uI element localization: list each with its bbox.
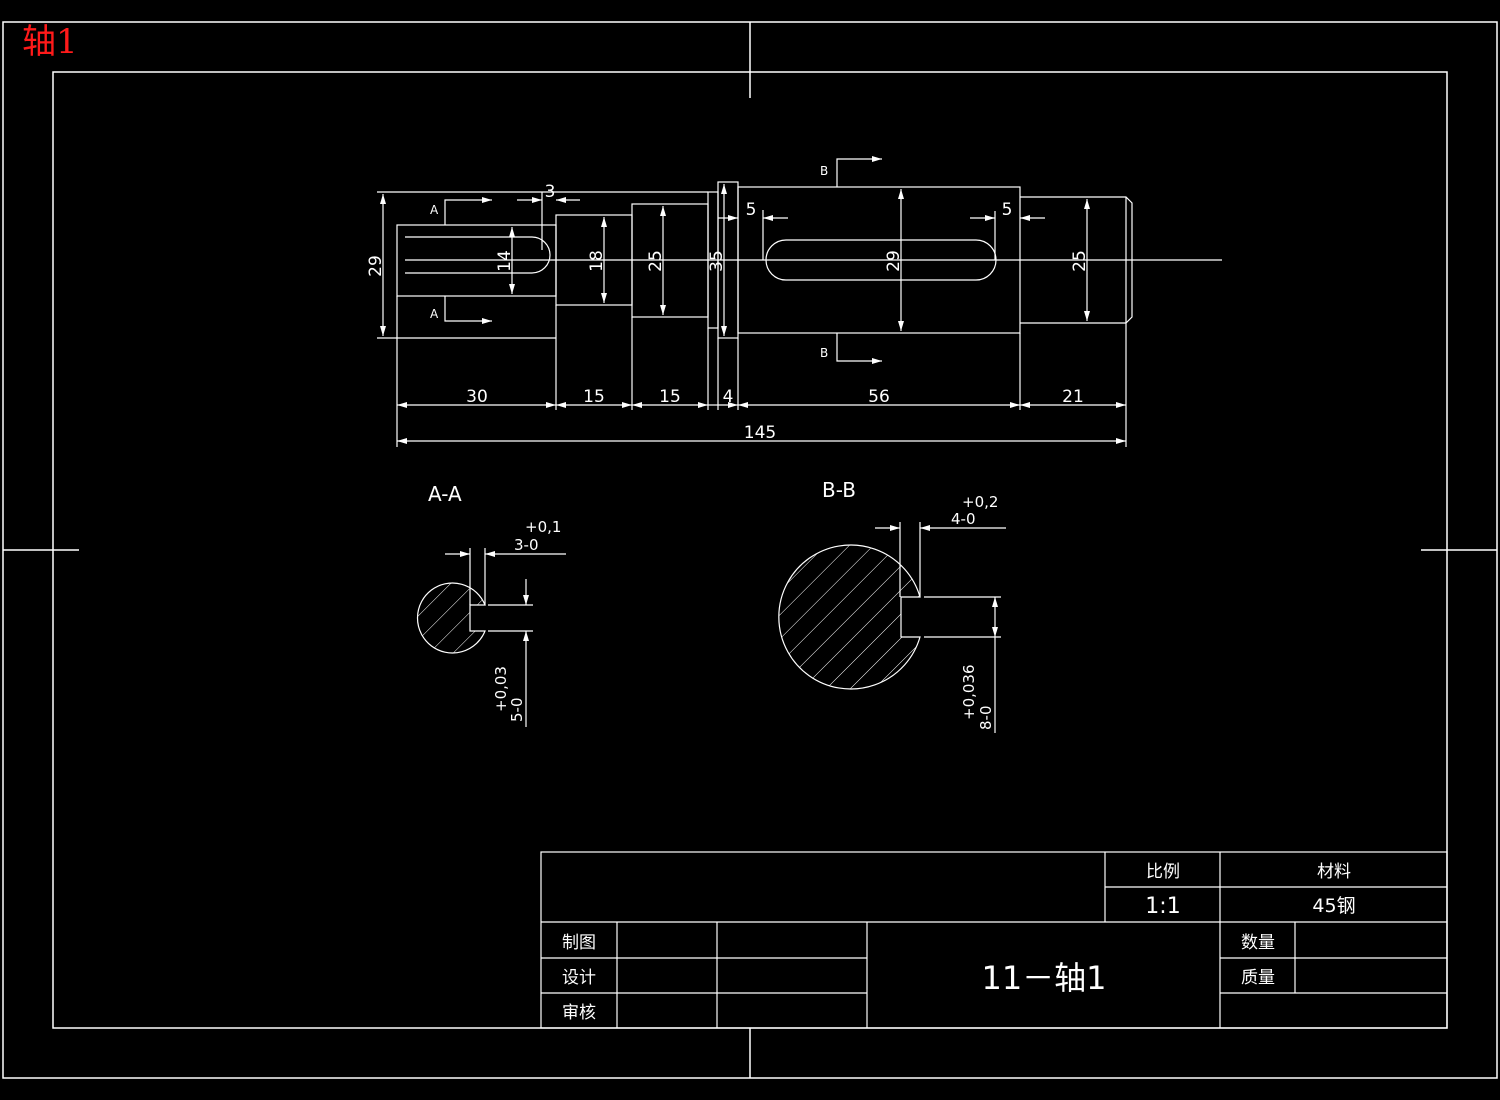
- outer-frame: [2, 21, 1498, 1079]
- section-bb-depth-dim: 8-0: [977, 706, 995, 731]
- scale-label: 比例: [1146, 862, 1180, 882]
- dim-diameter-14: 14: [495, 250, 515, 272]
- dim-total-length-145: 145: [744, 423, 776, 443]
- dim-diameter-25-left: 25: [646, 250, 666, 272]
- section-bb-depth-tolerance: +0,036: [960, 664, 978, 720]
- material-label: 材料: [1317, 862, 1351, 882]
- dim-length-4: 4: [723, 387, 734, 407]
- section-aa: A-A +0,1 3-0 +0,03 5-0: [416, 482, 566, 727]
- dim-length-30: 30: [466, 387, 488, 407]
- section-aa-width-dim: 3-0: [514, 536, 539, 554]
- dim-diameter-29-right: 29: [884, 250, 904, 272]
- dim-key-a-offset: 3: [545, 182, 556, 202]
- title-block: 比例 1:1 材料 45钢 制图 设计 审核 11－轴1 数量 质量: [540, 851, 1448, 1029]
- dim-diameter-35: 35: [707, 250, 727, 272]
- section-bb-width-tolerance: +0,2: [962, 493, 998, 511]
- reviewed-by-label: 审核: [562, 1003, 596, 1023]
- designed-by-label: 设计: [562, 968, 596, 988]
- mass-label: 质量: [1241, 968, 1275, 988]
- material-value: 45钢: [1312, 895, 1355, 917]
- section-marker-b-top: B: [820, 164, 828, 178]
- section-bb-width-dim: 4-0: [951, 510, 976, 528]
- section-aa-depth-tolerance: +0,03: [492, 666, 510, 712]
- section-bb: B-B +0,2 4-0 +0,036 8-0: [778, 478, 1006, 733]
- corner-title: 轴1: [22, 22, 78, 62]
- dim-diameter-25-right: 25: [1070, 250, 1090, 272]
- dim-length-15a: 15: [583, 387, 605, 407]
- dim-diameter-18: 18: [587, 250, 607, 272]
- scale-value: 1:1: [1145, 894, 1180, 919]
- quantity-label: 数量: [1241, 933, 1275, 953]
- section-bb-label: B-B: [822, 478, 856, 502]
- shaft-main-view: [377, 156, 1222, 447]
- section-aa-label: A-A: [428, 482, 462, 506]
- section-aa-depth-dim: 5-0: [508, 698, 526, 723]
- drawn-by-label: 制图: [562, 933, 596, 953]
- section-marker-b-bottom: B: [820, 346, 828, 360]
- dim-key-b-left: 5: [746, 200, 757, 220]
- section-marker-a-top: A: [430, 203, 439, 217]
- dim-length-56: 56: [868, 387, 890, 407]
- dim-diameter-29-left: 29: [366, 255, 386, 277]
- drawing-name: 11－轴1: [981, 959, 1106, 997]
- section-marker-a-bottom: A: [430, 307, 439, 321]
- centering-marks: [3, 22, 1497, 1078]
- dim-length-21: 21: [1062, 387, 1084, 407]
- section-aa-width-tolerance: +0,1: [525, 518, 561, 536]
- dim-length-15b: 15: [659, 387, 681, 407]
- dim-key-b-right: 5: [1002, 200, 1013, 220]
